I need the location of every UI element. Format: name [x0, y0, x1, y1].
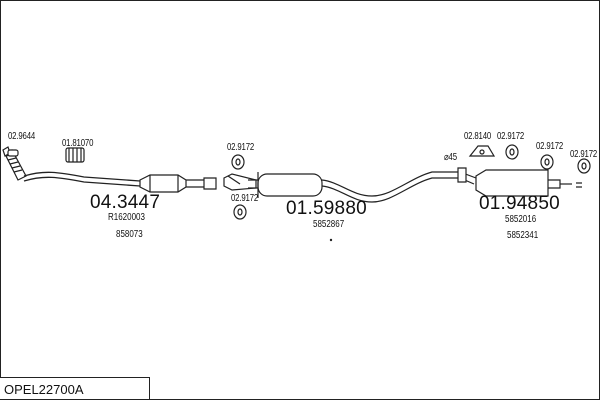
- rear-clamp: [457, 167, 467, 183]
- catalytic-converter: [139, 174, 217, 193]
- main-part-0159880: 01.59880: [286, 198, 367, 219]
- front-pipe: [23, 171, 141, 182]
- main-part-0194850: 01.94850: [479, 193, 560, 214]
- part-code-029172-d: 02.9172: [536, 141, 564, 152]
- main-part-043447: 04.3447: [90, 192, 161, 213]
- centre-silencer: [248, 172, 323, 198]
- part-code-029172-e: 02.9172: [570, 149, 598, 160]
- oem-ref-5852867: 5852867: [313, 219, 345, 230]
- rubber-hangers: [7, 144, 591, 220]
- pipe-diameter-label: ⌀45: [444, 152, 457, 163]
- tailpipe-tip: [576, 182, 582, 188]
- oem-ref-5852341: 5852341: [507, 230, 539, 241]
- part-code-029644: 02.9644: [8, 131, 36, 142]
- title-box: OPEL22700A: [0, 377, 150, 399]
- rear-pipe: [321, 171, 477, 197]
- part-code-029172-a: 02.9172: [227, 142, 255, 153]
- part-code-0181070: 01.81070: [62, 138, 94, 149]
- part-code-029172-b: 02.9172: [231, 193, 259, 204]
- oem-ref-858073: 858073: [116, 229, 143, 240]
- oem-ref-r1620003: R1620003: [108, 212, 145, 223]
- part-code-029172-c: 02.9172: [497, 131, 525, 142]
- oem-ref-5852016: 5852016: [505, 214, 537, 225]
- rear-silencer: [475, 169, 572, 197]
- part-code-028140: 02.8140: [464, 131, 492, 142]
- diagram-title: OPEL22700A: [4, 382, 84, 397]
